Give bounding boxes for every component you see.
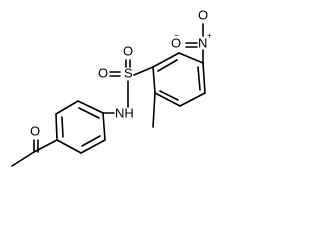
atom-o-sulfonyl-left: O bbox=[98, 65, 108, 80]
bond-ring2-e bbox=[80, 139, 106, 154]
bond-ring2-f bbox=[102, 112, 106, 141]
bond-ring1-e bbox=[152, 66, 156, 94]
bond-ring2-a bbox=[77, 100, 104, 114]
bond-methyl bbox=[152, 92, 156, 128]
atom-labels: O N + O − O S O NH O bbox=[30, 7, 212, 138]
bonds bbox=[11, 23, 206, 167]
atom-n-nitro: N bbox=[198, 35, 207, 50]
atom-n-nitro-charge: + bbox=[207, 31, 212, 40]
bond-ring1-b bbox=[202, 62, 206, 94]
bond-ring2-c-inner bbox=[61, 116, 64, 138]
chemical-structure-diagram: O N + O − O S O NH O bbox=[11, 7, 212, 167]
atom-o-ketone: O bbox=[30, 123, 40, 138]
bond-ring1-f-inner bbox=[157, 59, 178, 72]
bond-ring1-d-inner bbox=[159, 90, 179, 101]
bond-acetyl-methyl bbox=[11, 151, 35, 167]
bond-ring1-f bbox=[152, 52, 180, 68]
bond-ring2-d bbox=[56, 139, 82, 154]
bond-ring1-d bbox=[154, 92, 181, 107]
atom-o-nitro-left-charge: − bbox=[174, 31, 179, 40]
bond-ring-s bbox=[133, 66, 154, 76]
atom-s-sulfonyl: S bbox=[124, 65, 133, 80]
bond-ring1-c bbox=[179, 92, 206, 107]
atom-o-nitro-left: O bbox=[171, 35, 181, 50]
bond-ring2-b bbox=[55, 100, 79, 115]
bond-ring1-a bbox=[178, 52, 204, 64]
bond-ring2-a-inner bbox=[78, 107, 100, 119]
atom-o-sulfonyl-top: O bbox=[123, 43, 133, 58]
atom-nh-amide: NH bbox=[115, 105, 134, 120]
bond-ring2-e-inner bbox=[81, 135, 101, 147]
bond-ring2-c bbox=[55, 113, 58, 141]
atom-o-nitro-top: O bbox=[198, 7, 208, 22]
bond-ring1-b-inner bbox=[197, 66, 201, 91]
